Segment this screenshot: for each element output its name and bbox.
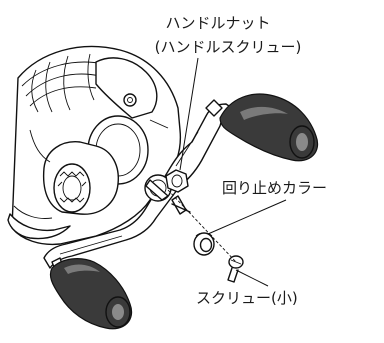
explode-axis [167, 189, 237, 263]
reel-body [7, 45, 182, 246]
anti-rotation-collar [193, 232, 215, 256]
label-anti-rotation-collar: 回り止めカラー [222, 179, 327, 197]
label-handle-nut: ハンドルナット [165, 14, 270, 32]
leader-handle-nut [179, 57, 199, 171]
upper-handle-knob [219, 93, 319, 162]
leader-collar [207, 199, 287, 235]
label-handle-screw: (ハンドルスクリュー) [155, 38, 302, 56]
label-small-screw: スクリュー(小) [196, 289, 298, 307]
leader-small-screw [235, 269, 269, 287]
small-screw [227, 255, 244, 283]
handle-nut [165, 169, 191, 215]
lower-handle-knob [49, 258, 133, 330]
